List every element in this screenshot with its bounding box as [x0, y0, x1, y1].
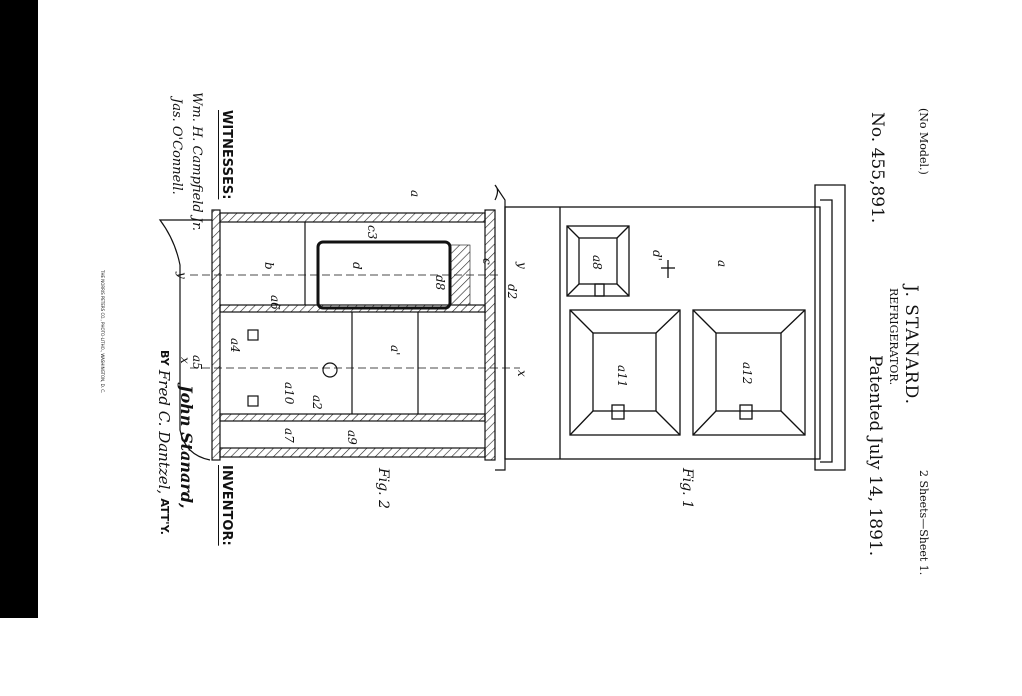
patent-date: Patented July 14, 1891. — [865, 355, 885, 557]
ref-label: b — [262, 262, 276, 270]
ref-label: a — [408, 190, 422, 198]
ref-label: c3 — [365, 225, 379, 240]
fig2-cabinet-section — [158, 184, 520, 471]
ref-label: a2 — [310, 395, 324, 410]
ref-label: d2 — [505, 284, 519, 300]
fig2-label: Fig. 2 — [375, 468, 391, 509]
ref-label: a12 — [740, 362, 754, 385]
ref-label: y — [175, 272, 189, 279]
ref-label: a' — [388, 345, 402, 356]
patent-number: No. 455,891. — [867, 112, 887, 224]
inventor-signature: John Stanard, — [177, 385, 196, 509]
ref-label: a4 — [228, 338, 242, 353]
ref-label: a7 — [282, 428, 296, 443]
ref-label: a10 — [282, 382, 296, 405]
ref-label: a11 — [615, 365, 629, 388]
printer-credit: THE NORRIS PETERS CO., PHOTO-LITHO., WAS… — [100, 270, 105, 394]
ref-label: x — [515, 370, 529, 377]
ref-label: a6 — [268, 295, 282, 310]
inventor-heading: INVENTOR: — [219, 465, 234, 546]
inventor-name-header: J. STANARD. — [901, 285, 921, 406]
ref-label: a — [715, 260, 729, 268]
witnesses-heading: WITNESSES: — [219, 110, 234, 200]
ref-label: d8 — [433, 275, 447, 291]
scan-edge-bar — [0, 0, 38, 618]
door-a12 — [692, 309, 806, 436]
ref-label: c — [480, 258, 494, 265]
ref-label: a5 — [190, 355, 204, 370]
attorney-line: BY Fred C. Dantzel, ATT'Y. — [155, 350, 173, 535]
fig1-label: Fig. 1 — [679, 468, 695, 509]
ref-label: a8 — [590, 255, 604, 270]
model-note: (No Model.) — [917, 108, 930, 175]
witness-signature-1: Wm. H. Campfield Jr. — [189, 92, 204, 232]
ref-label: x — [178, 357, 192, 364]
sheet-number: 2 Sheets—Sheet 1. — [917, 470, 930, 576]
ref-label: y — [515, 262, 529, 269]
witness-signature-2: Jas. O'Connell. — [169, 98, 184, 195]
invention-title: REFRIGERATOR. — [887, 288, 900, 386]
ref-label: a9 — [345, 430, 359, 445]
door-a11 — [569, 309, 681, 436]
ref-label: d — [350, 262, 364, 270]
fig1-cabinet-elevation — [504, 184, 846, 471]
ref-label: d' — [650, 250, 664, 261]
by-label: BY — [158, 350, 171, 366]
attorney-signature: Fred C. Dantzel, — [155, 369, 173, 495]
atty-label: ATT'Y. — [158, 498, 171, 535]
